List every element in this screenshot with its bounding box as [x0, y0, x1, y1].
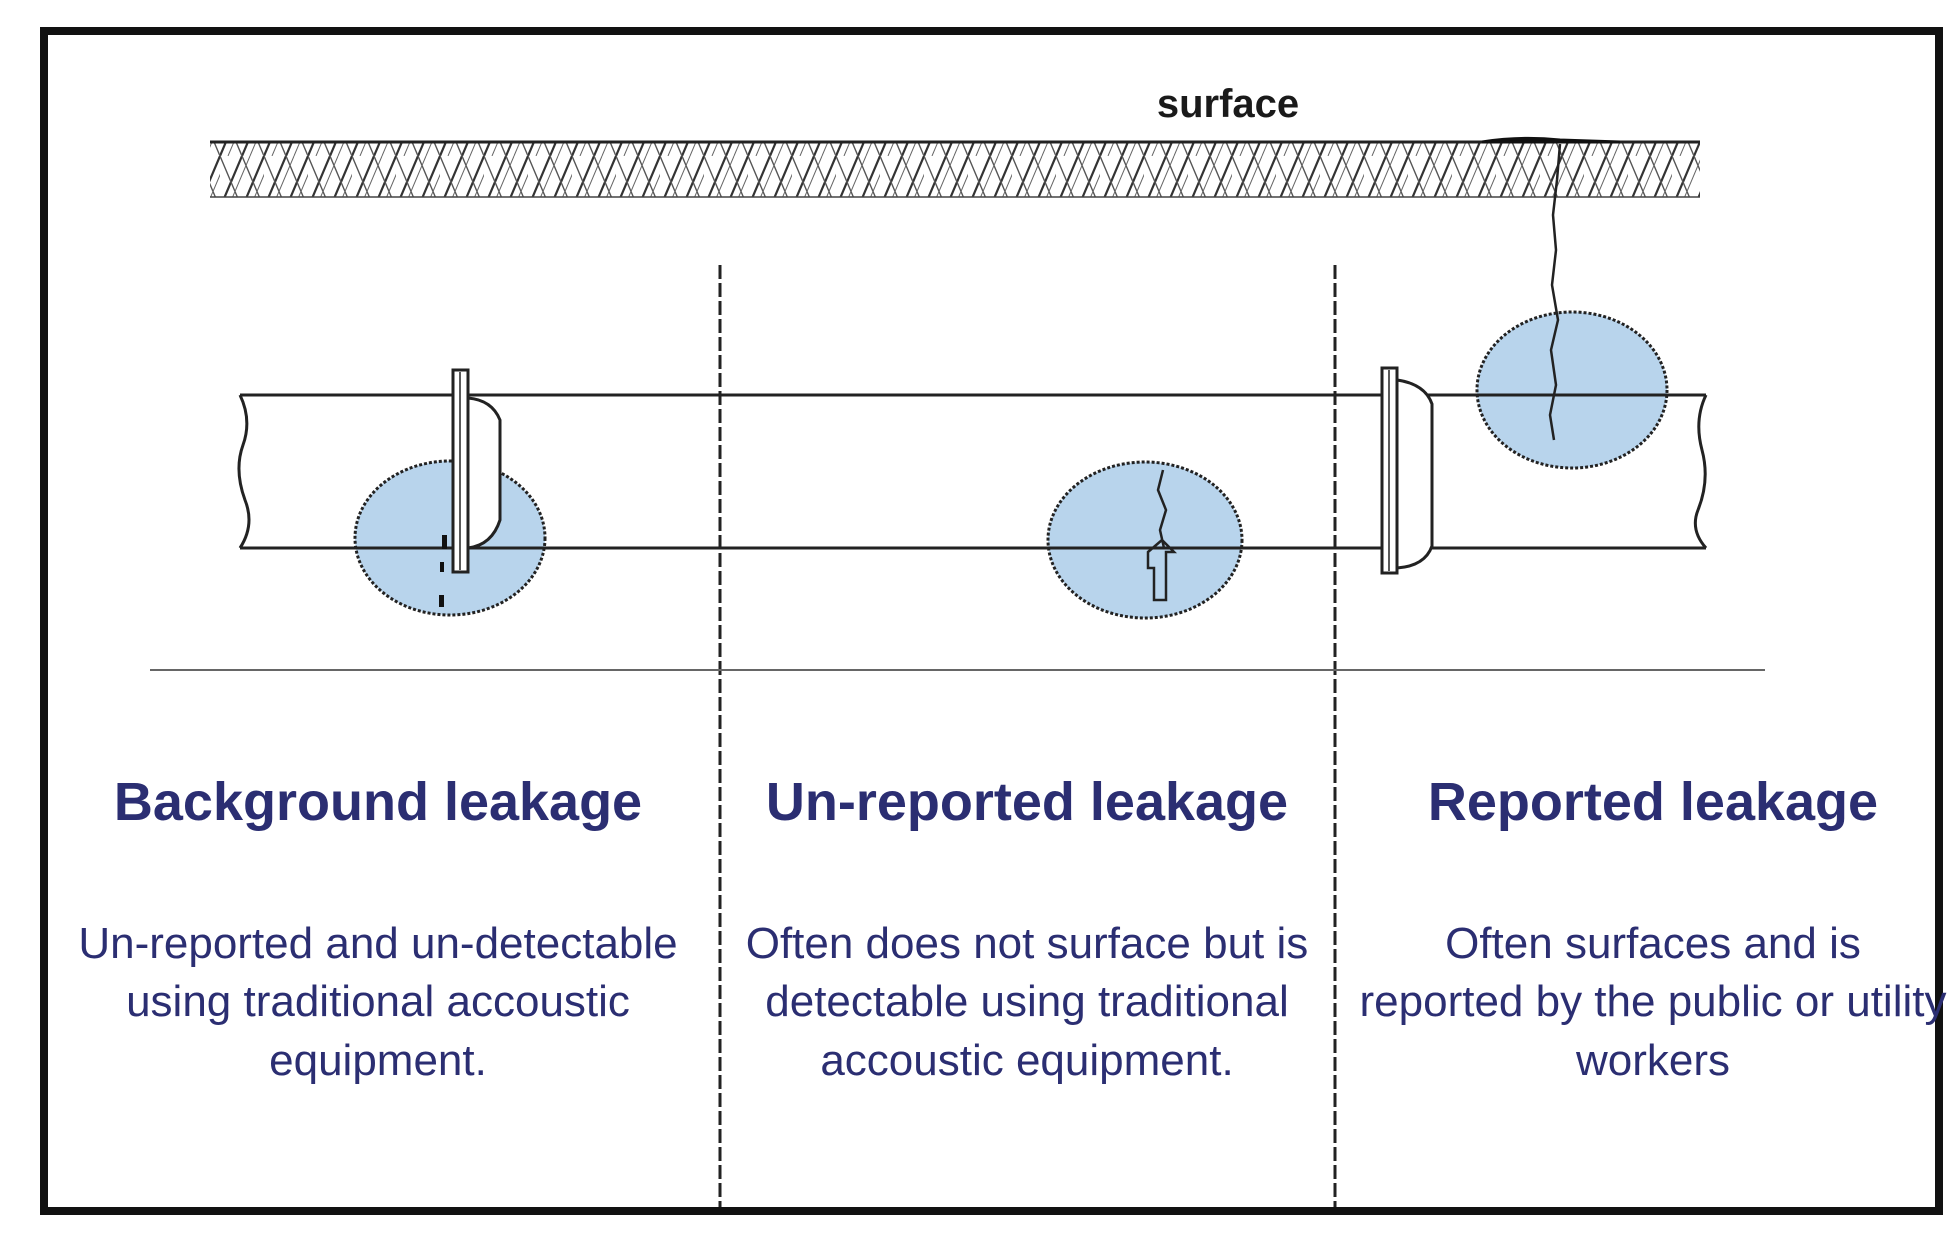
pipe-crack-icon [1146, 469, 1178, 602]
column-description-line: equipment. [269, 1036, 487, 1085]
diagram-frame [40, 27, 1943, 1215]
leak-zone-reported [1475, 310, 1669, 470]
column-description-line: using traditional accoustic [126, 977, 630, 1026]
leak-zone-background [353, 459, 547, 617]
column-title: Un-reported leakage [766, 772, 1288, 832]
column-reported-leakage: Reported leakage Often surfaces and is r… [1360, 772, 1947, 1085]
leak-zone-unreported [1046, 460, 1244, 620]
column-description-line: detectable using traditional [765, 977, 1288, 1026]
column-description-line: Often does not surface but is [746, 919, 1309, 968]
pipe-joint-leak-icon [439, 535, 447, 607]
column-description-line: accoustic equipment. [820, 1036, 1233, 1085]
pipe-joint-right [1380, 366, 1434, 575]
surface-label: surface [1157, 82, 1299, 126]
column-title: Background leakage [114, 772, 642, 832]
pipe-joint-left [451, 368, 502, 574]
water-pipe [237, 393, 1708, 550]
column-background-leakage: Background leakage Un-reported and un-de… [78, 772, 677, 1085]
surface-puddle [1481, 136, 1621, 144]
column-title: Reported leakage [1428, 772, 1878, 832]
column-description-line: Un-reported and un-detectable [78, 919, 677, 968]
column-unreported-leakage: Un-reported leakage Often does not surfa… [746, 772, 1309, 1085]
surface-crack-icon [1548, 143, 1562, 441]
column-description-line: workers [1575, 1036, 1730, 1085]
column-description-line: Often surfaces and is [1445, 919, 1861, 968]
ground-surface [210, 140, 1700, 198]
column-description-line: reported by the public or utility [1360, 977, 1947, 1026]
